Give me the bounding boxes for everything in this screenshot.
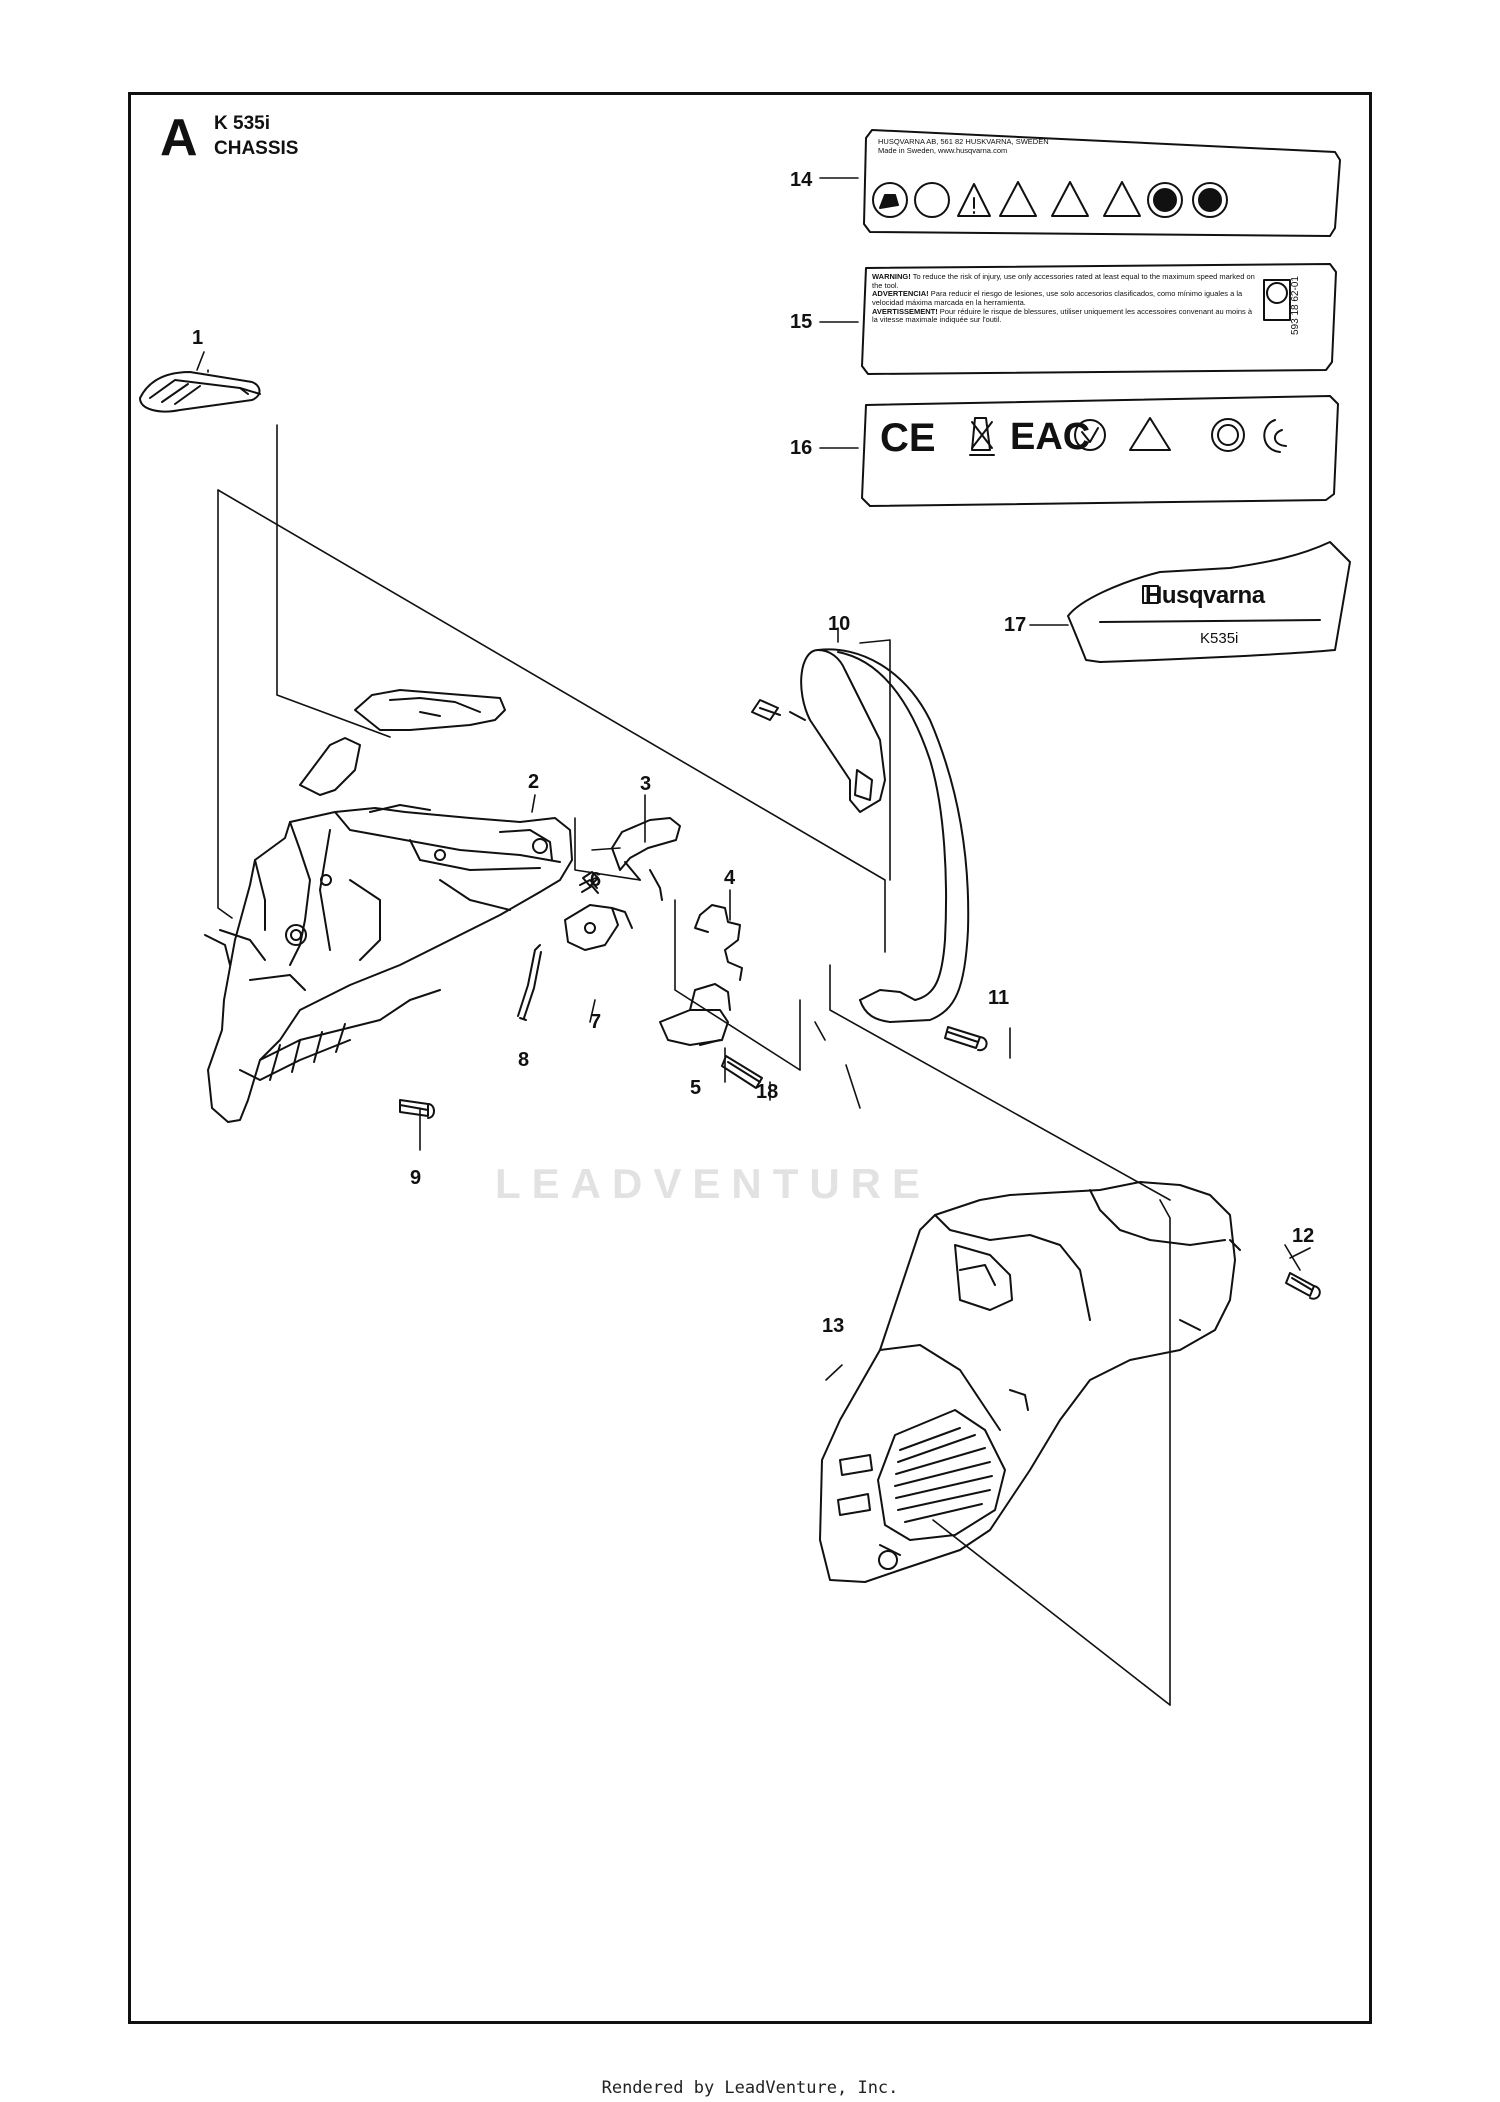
part-8-rod xyxy=(517,944,542,1021)
part-2-chassis xyxy=(204,804,573,1123)
callout-10: 10 xyxy=(828,613,851,635)
label-16-shape xyxy=(861,395,1339,507)
label-15-adv-title: ADVERTENCIA! xyxy=(872,289,929,299)
callout-4: 4 xyxy=(724,867,736,889)
callout-13: 13 xyxy=(822,1315,845,1337)
part-10-handle xyxy=(751,648,970,1023)
label-17-brand: Husqvarna xyxy=(1145,582,1265,609)
ce-mark: CE xyxy=(880,416,936,460)
label-15-avert-title: AVERTISSEMENT! xyxy=(872,306,938,316)
callout-2: 2 xyxy=(528,771,540,793)
label-15-part-number: 593 18 62-01 xyxy=(1290,276,1301,335)
part-12-screw xyxy=(1285,1272,1321,1300)
label-15-warning-text: To reduce the risk of injury, use only a… xyxy=(872,272,1255,290)
watermark: LEADVENTURE xyxy=(495,1160,932,1207)
label-15-text: WARNING! To reduce the risk of injury, u… xyxy=(872,272,1257,325)
callout-12: 12 xyxy=(1292,1225,1315,1247)
label-15-adv-text: Para reducir el riesgo de lesiones, use … xyxy=(872,289,1243,307)
eac-mark: EAC xyxy=(1010,416,1091,458)
part-6-spring xyxy=(579,871,599,894)
part-1-grip xyxy=(139,371,261,413)
callout-11: 11 xyxy=(988,987,1010,1009)
callout-8: 8 xyxy=(518,1049,530,1071)
callout-14: 14 xyxy=(790,169,813,191)
part-13-housing xyxy=(819,1181,1241,1583)
section-letter: A xyxy=(160,109,198,167)
callout-7: 7 xyxy=(590,1011,602,1033)
callout-17: 17 xyxy=(1004,614,1027,636)
part-11-screw xyxy=(944,1026,988,1052)
part-3-trigger xyxy=(611,817,681,901)
callout-1: 1 xyxy=(192,327,204,349)
callout-6: 6 xyxy=(590,869,602,891)
label-14-text: HUSQVARNA AB, 561 82 HUSKVARNA, SWEDEN M… xyxy=(878,137,1178,155)
callout-9: 9 xyxy=(410,1167,422,1189)
part-5-lock xyxy=(659,983,731,1046)
label-15-warning-title: WARNING! xyxy=(872,272,911,281)
part-18-pin xyxy=(721,1055,763,1089)
label-15-shape xyxy=(861,263,1337,375)
part-7-lever xyxy=(564,904,633,951)
leader-lines xyxy=(196,177,1311,1706)
callout-16: 16 xyxy=(790,437,813,459)
label-17-model: K535i xyxy=(1200,630,1239,647)
section-title: CHASSIS xyxy=(214,138,299,159)
callout-5: 5 xyxy=(690,1077,702,1099)
throttle-cover xyxy=(299,689,506,796)
part-9-screw xyxy=(399,1099,435,1119)
label-14-line1: HUSQVARNA AB, 561 82 HUSKVARNA, SWEDEN xyxy=(878,137,1049,146)
footer-credit: Rendered by LeadVenture, Inc. xyxy=(601,2078,899,2098)
callout-15: 15 xyxy=(790,311,813,333)
label-14-line2: Made in Sweden, www.husqvarna.com xyxy=(878,145,1008,155)
label-17-shape xyxy=(1067,541,1351,663)
model-title: K 535i xyxy=(214,113,270,134)
label-15-avert-text: Pour réduire le risque de blessures, uti… xyxy=(872,306,1253,325)
diagram-frame xyxy=(128,92,1372,2024)
callout-18: 18 xyxy=(756,1081,779,1103)
callout-3: 3 xyxy=(640,773,652,795)
label-14-shape xyxy=(863,129,1341,237)
part-4-spring xyxy=(694,904,743,981)
